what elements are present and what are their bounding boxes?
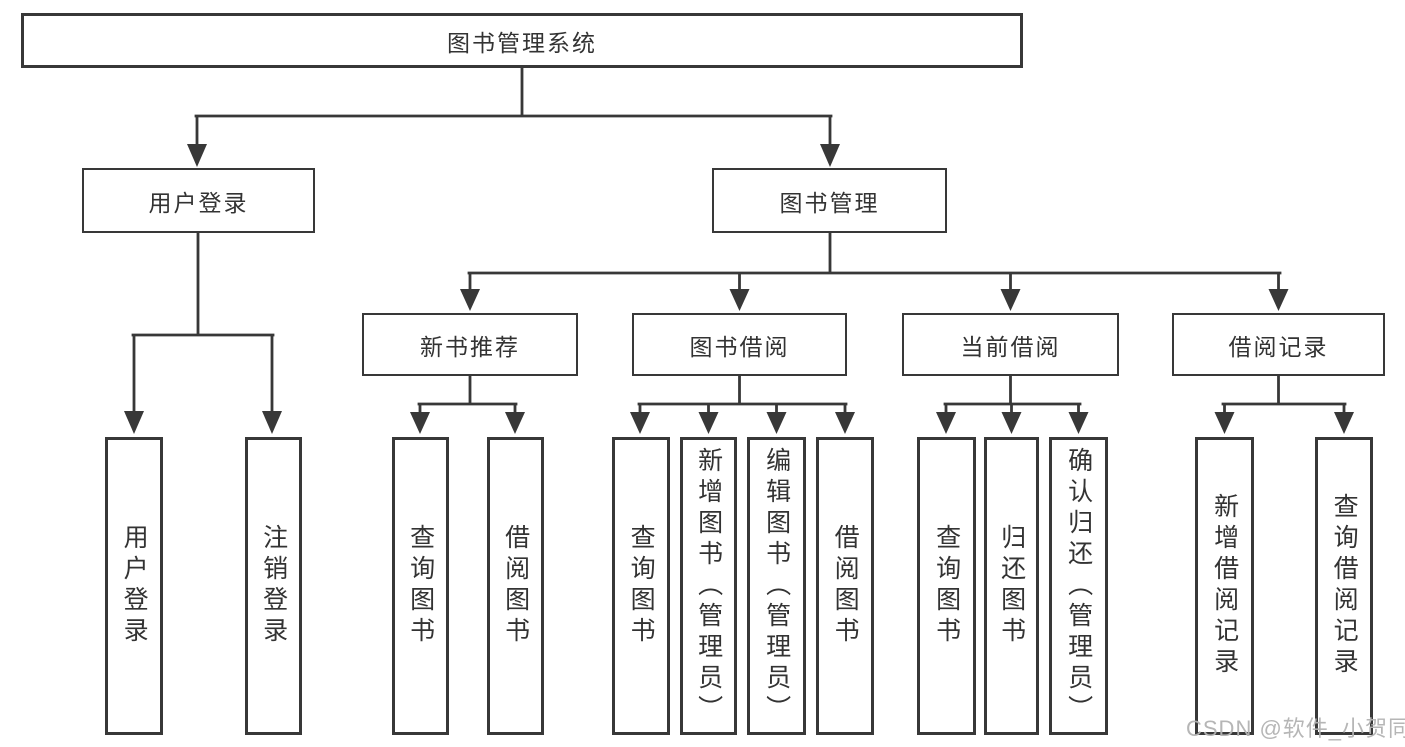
node-library-system: 图书管理系统 <box>21 13 1023 68</box>
leaf-query-books-recommend-label: 查询图书 <box>406 524 435 648</box>
node-user-login-label: 用户登录 <box>148 189 249 216</box>
leaf-borrow-books-recommend: 借阅图书 <box>487 437 544 735</box>
leaf-add-borrow-record: 新增借阅记录 <box>1195 437 1254 735</box>
leaf-query-borrow-record-label: 查询借阅记录 <box>1330 493 1359 679</box>
watermark: CSDN @软件_小贺同学 <box>1186 716 1405 741</box>
leaf-edit-books-admin-label: 编辑图书（管理员） <box>762 446 791 726</box>
node-new-book-recommendation: 新书推荐 <box>362 313 578 376</box>
leaf-query-books-current: 查询图书 <box>917 437 976 735</box>
leaf-query-books-borrowing-label: 查询图书 <box>627 524 656 648</box>
leaf-logout-login: 注销登录 <box>245 437 302 735</box>
leaf-logout-login-label: 注销登录 <box>259 524 288 648</box>
leaf-query-borrow-record: 查询借阅记录 <box>1315 437 1373 735</box>
leaf-return-books-label: 归还图书 <box>997 524 1026 648</box>
leaf-add-borrow-record-label: 新增借阅记录 <box>1210 493 1239 679</box>
node-book-borrowing-label: 图书借阅 <box>689 333 790 360</box>
node-current-borrowing-label: 当前借阅 <box>960 333 1061 360</box>
node-borrowing-records: 借阅记录 <box>1172 313 1385 376</box>
leaf-return-books: 归还图书 <box>984 437 1039 735</box>
leaf-add-books-admin-label: 新增图书（管理员） <box>694 446 723 726</box>
leaf-add-books-admin: 新增图书（管理员） <box>680 437 737 735</box>
node-book-borrowing: 图书借阅 <box>632 313 847 376</box>
leaf-user-login: 用户登录 <box>105 437 163 735</box>
node-borrowing-records-label: 借阅记录 <box>1228 333 1329 360</box>
leaf-borrow-books-borrowing: 借阅图书 <box>816 437 874 735</box>
leaf-edit-books-admin: 编辑图书（管理员） <box>747 437 806 735</box>
leaf-confirm-return-admin-label: 确认归还（管理员） <box>1064 446 1093 726</box>
node-library-system-label: 图书管理系统 <box>447 29 597 56</box>
leaf-query-books-recommend: 查询图书 <box>392 437 449 735</box>
leaf-query-books-current-label: 查询图书 <box>932 524 961 648</box>
node-book-management: 图书管理 <box>712 168 947 233</box>
leaf-borrow-books-recommend-label: 借阅图书 <box>501 524 530 648</box>
node-current-borrowing: 当前借阅 <box>902 313 1119 376</box>
leaf-query-books-borrowing: 查询图书 <box>612 437 670 735</box>
leaf-confirm-return-admin: 确认归还（管理员） <box>1049 437 1108 735</box>
leaf-borrow-books-borrowing-label: 借阅图书 <box>831 524 860 648</box>
node-book-management-label: 图书管理 <box>779 189 880 216</box>
leaf-user-login-label: 用户登录 <box>120 524 149 648</box>
node-new-book-recommendation-label: 新书推荐 <box>420 333 520 360</box>
node-user-login: 用户登录 <box>82 168 315 233</box>
